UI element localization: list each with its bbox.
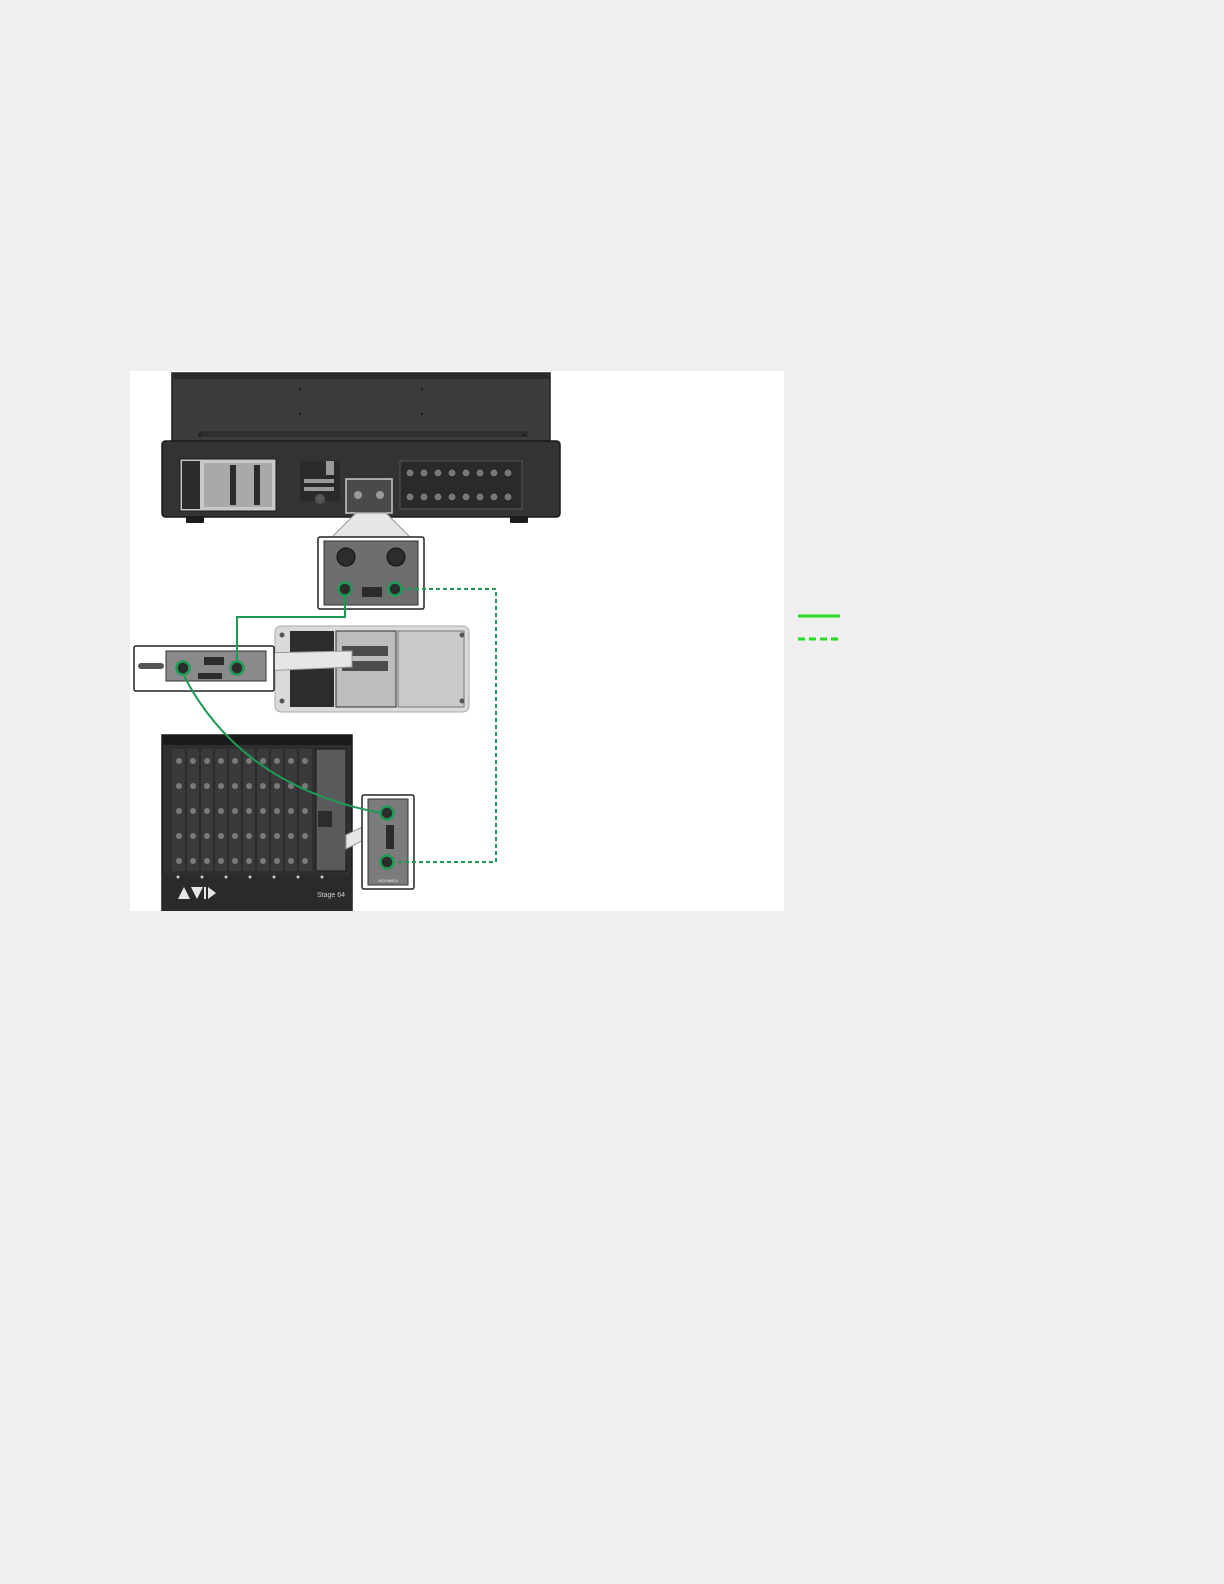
stage-network-port-a[interactable] [381, 807, 394, 820]
console-network-callout [318, 513, 424, 609]
stage-network-callout: HDX/MADI [346, 795, 414, 889]
stage-label: Stage 64 [317, 892, 345, 899]
avid-logo-icon [178, 887, 216, 899]
engine-network-port-a[interactable] [177, 662, 190, 675]
legend [796, 608, 856, 644]
system-diagram: Stage 64 HDX/MADI [130, 371, 784, 911]
card-label: HDX/MADI [378, 878, 398, 883]
console-network-port-a[interactable] [339, 583, 352, 596]
console-network-port-b[interactable] [389, 583, 402, 596]
engine-network-port-b[interactable] [231, 662, 244, 675]
stage-network-port-b[interactable] [381, 856, 394, 869]
console-rear-panel [162, 373, 560, 523]
